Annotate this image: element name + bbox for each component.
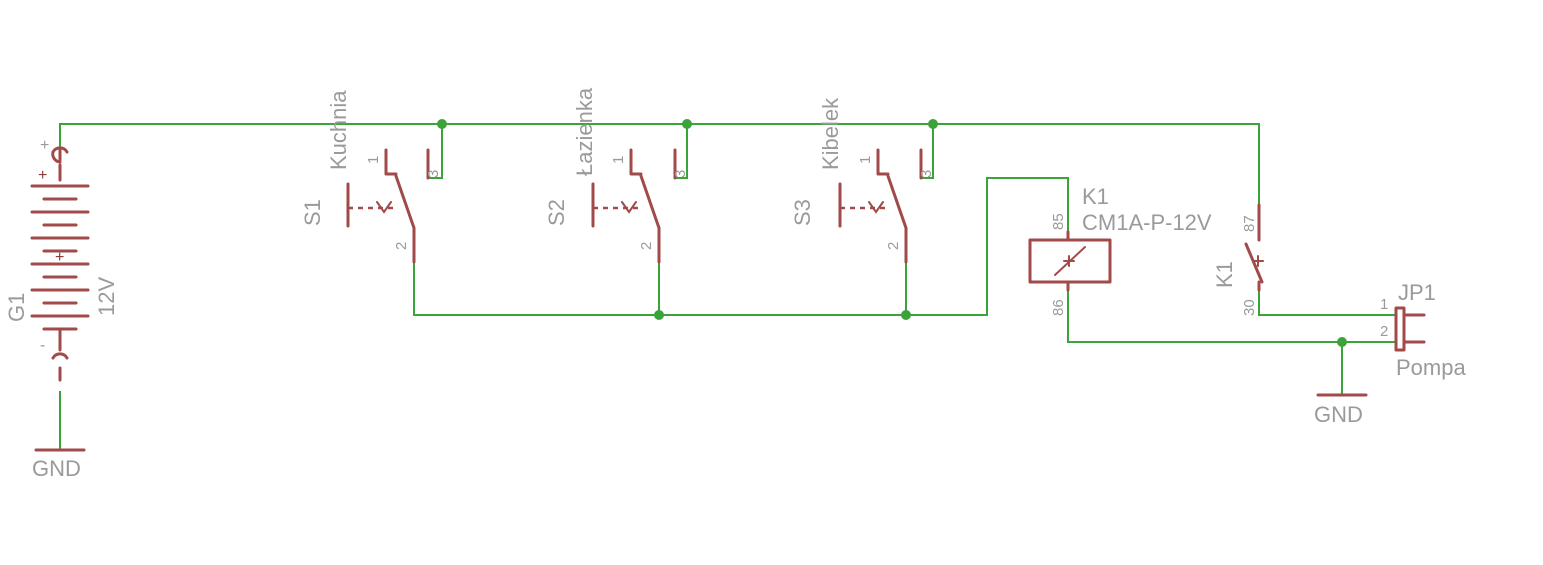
wires — [59, 123, 1396, 451]
switch-s2[interactable]: 1 3 2 S2 Łazienka — [544, 87, 689, 264]
relay-ref: K1 — [1082, 184, 1109, 209]
switch-s3[interactable]: 1 3 2 S3 Kibelek — [790, 97, 935, 264]
coil-pin-85: 85 — [1050, 213, 1067, 230]
s2-pin1-label: 1 — [610, 156, 627, 164]
s1-pin2-label: 2 — [393, 242, 410, 250]
connector-ref: JP1 — [1398, 280, 1436, 305]
junction-dot — [901, 310, 911, 320]
battery-g1[interactable]: + + + - G1 12V — [4, 137, 119, 382]
s3-ref: S3 — [790, 199, 815, 226]
junction-dot — [682, 119, 692, 129]
junction-dot — [928, 119, 938, 129]
connector-name: Pompa — [1396, 355, 1466, 380]
wire-bottom-bus — [413, 177, 1069, 316]
wire-coil-86 — [1067, 289, 1396, 343]
s2-pin2-label: 2 — [638, 242, 655, 250]
s3-name: Kibelek — [818, 97, 843, 170]
battery-ref: G1 — [4, 293, 29, 322]
wire-s1-pin3 — [427, 123, 443, 179]
ground-label-right: GND — [1314, 402, 1363, 427]
junction-dot — [654, 310, 664, 320]
battery-minus-label: - — [40, 337, 45, 354]
ground-symbol-right: GND — [1314, 393, 1368, 427]
battery-plus-label: + — [40, 137, 49, 154]
s2-pin3-label: 3 — [672, 170, 689, 178]
wire-s2-pin3 — [674, 123, 688, 179]
wire-contact-30 — [1258, 289, 1396, 316]
ground-symbol-left: GND — [32, 448, 86, 481]
wire-top-rail — [59, 123, 1260, 206]
wire-s3-pin3 — [920, 123, 934, 179]
switch-s1[interactable]: 1 3 2 S1 Kuchnia — [300, 90, 442, 264]
junctions — [437, 119, 1347, 347]
battery-plus-mark: + — [38, 167, 47, 184]
s3-pin1-label: 1 — [857, 156, 874, 164]
contact-ref: K1 — [1212, 261, 1237, 288]
s3-pin3-label: 3 — [918, 170, 935, 178]
coil-pin-86: 86 — [1050, 299, 1067, 316]
s1-name: Kuchnia — [326, 90, 351, 170]
junction-dot — [437, 119, 447, 129]
ground-label-left: GND — [32, 456, 81, 481]
battery-value: 12V — [94, 277, 119, 316]
jp1-pin1-label: 1 — [1380, 296, 1388, 313]
contact-pin-30: 30 — [1241, 299, 1258, 316]
relay-coil-k1[interactable]: 85 86 K1 CM1A-P-12V — [1028, 184, 1212, 316]
s3-pin2-label: 2 — [885, 242, 902, 250]
s2-ref: S2 — [544, 199, 569, 226]
s2-name: Łazienka — [572, 87, 597, 176]
battery-plus-mark-inner: + — [55, 249, 64, 266]
relay-contact-k1[interactable]: 87 30 K1 — [1212, 203, 1264, 316]
jp1-pin2-label: 2 — [1380, 323, 1388, 340]
s1-ref: S1 — [300, 199, 325, 226]
s1-pin3-label: 3 — [425, 170, 442, 178]
junction-dot — [1337, 337, 1347, 347]
s1-pin1-label: 1 — [365, 156, 382, 164]
contact-pin-87: 87 — [1241, 215, 1258, 232]
relay-part: CM1A-P-12V — [1082, 210, 1212, 235]
connector-jp1[interactable]: 1 2 JP1 Pompa — [1380, 280, 1466, 380]
